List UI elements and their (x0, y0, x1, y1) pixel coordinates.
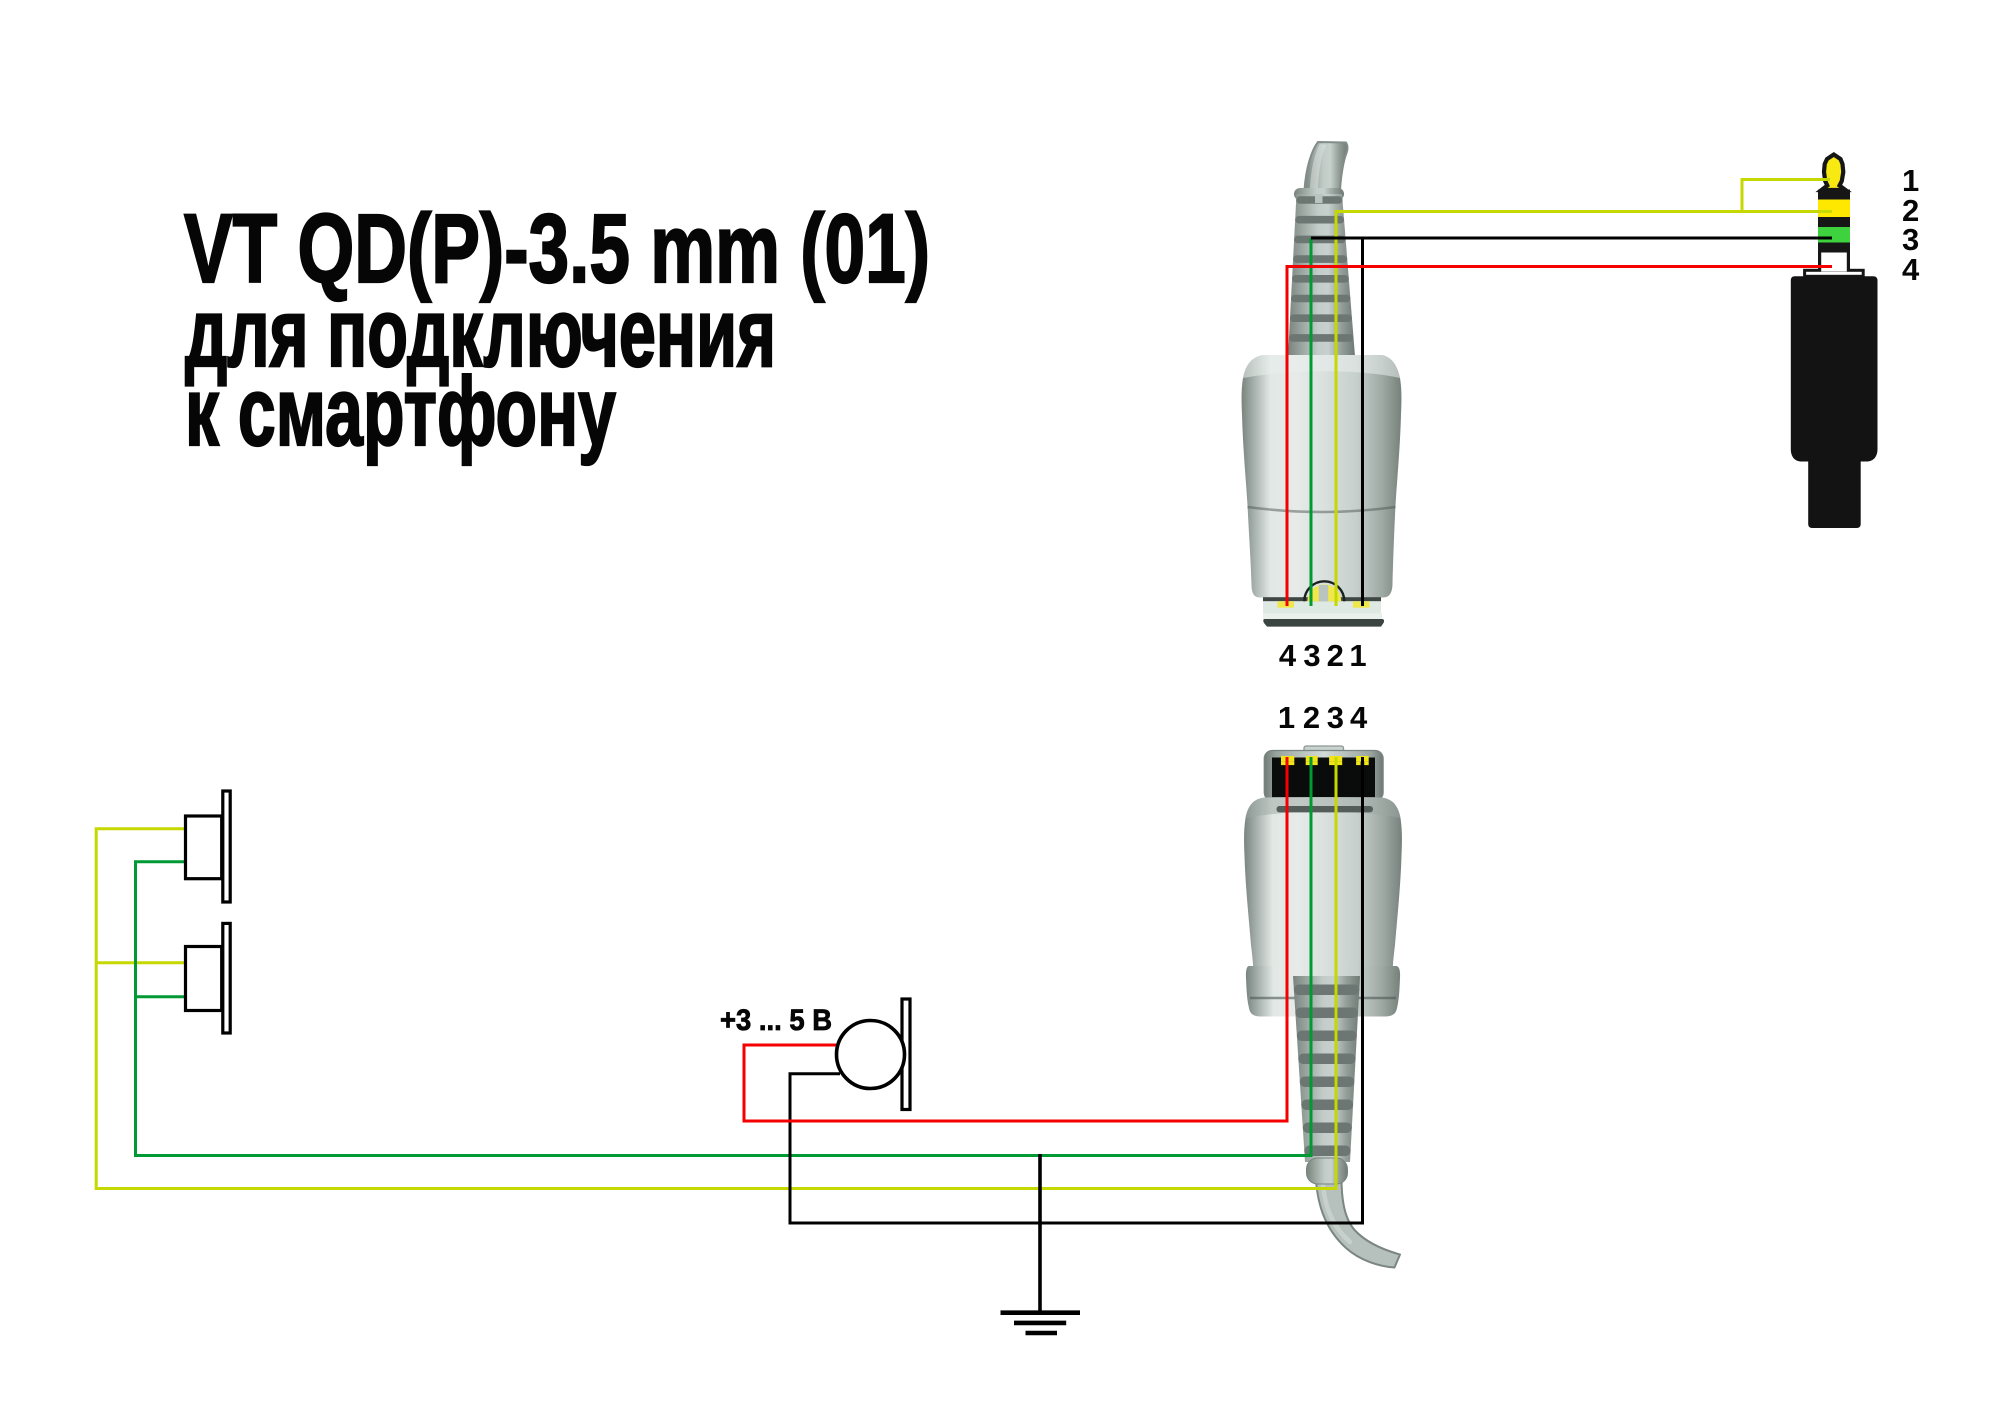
svg-text:2: 2 (1902, 193, 1919, 228)
svg-text:VT QD(P)-3.5 mm (01): VT QD(P)-3.5 mm (01) (184, 194, 930, 303)
svg-text:3: 3 (1902, 222, 1919, 257)
svg-text:2: 2 (1303, 700, 1320, 735)
svg-text:к смартфону: к смартфону (185, 357, 616, 466)
svg-text:3: 3 (1327, 700, 1344, 735)
svg-text:4: 4 (1902, 252, 1920, 287)
svg-text:1: 1 (1278, 700, 1295, 735)
svg-text:4: 4 (1350, 700, 1368, 735)
svg-text:1: 1 (1349, 638, 1366, 673)
svg-text:2: 2 (1327, 638, 1344, 673)
svg-text:1: 1 (1902, 163, 1919, 198)
svg-text:для подключения: для подключения (185, 278, 776, 387)
svg-text:+3 ... 5 В: +3 ... 5 В (720, 1004, 832, 1037)
svg-text:4: 4 (1279, 638, 1297, 673)
svg-text:3: 3 (1303, 638, 1320, 673)
